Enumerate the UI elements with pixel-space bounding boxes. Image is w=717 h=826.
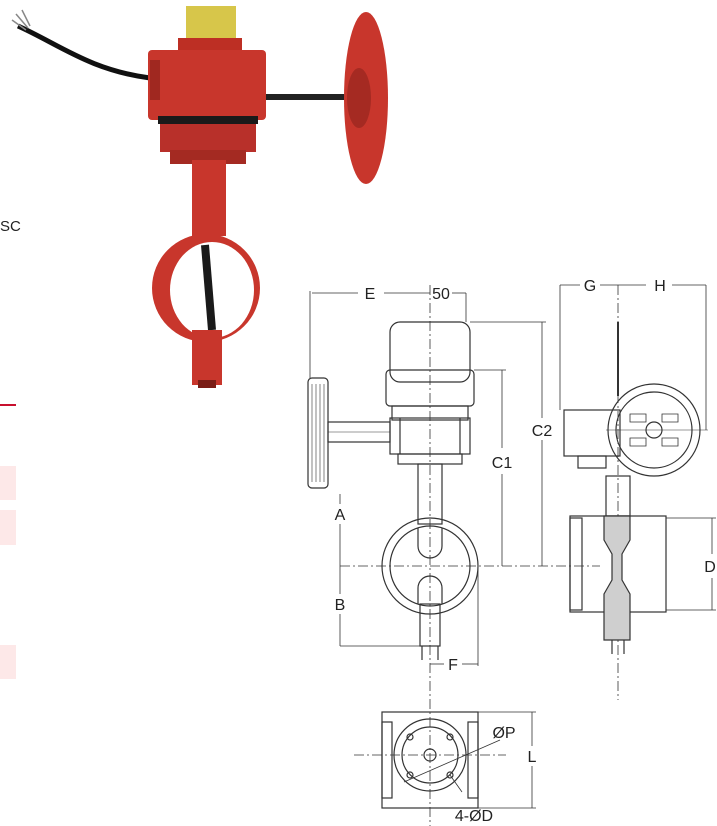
table-cell-shade	[0, 466, 16, 500]
dim-label-l: L	[528, 749, 537, 766]
accent-rule	[0, 404, 16, 406]
table-cell-shade	[0, 510, 16, 545]
dim-label-c1: C1	[492, 455, 513, 472]
side-dimension-lines	[559, 284, 716, 611]
dim-label-g: G	[584, 278, 596, 295]
dim-label-h: H	[654, 278, 666, 295]
table-cell-shade	[0, 645, 16, 679]
dim-label-a: A	[335, 507, 346, 524]
cropped-label: SC	[0, 218, 21, 235]
plan-view	[354, 711, 536, 809]
dim-label-f: F	[448, 657, 458, 674]
valve-photo	[11, 6, 388, 388]
dim-label-holes: 4-ØD	[455, 808, 493, 825]
dim-label-c2: C2	[532, 423, 553, 440]
dim-label-d: D	[704, 559, 716, 576]
dim-label-50: 50	[432, 286, 450, 303]
front-view	[307, 285, 600, 826]
front-dimension-lines	[309, 291, 546, 666]
dim-label-p: ØP	[492, 725, 515, 742]
dim-label-e: E	[365, 286, 376, 303]
dim-label-b: B	[335, 597, 346, 614]
side-view	[563, 285, 708, 700]
